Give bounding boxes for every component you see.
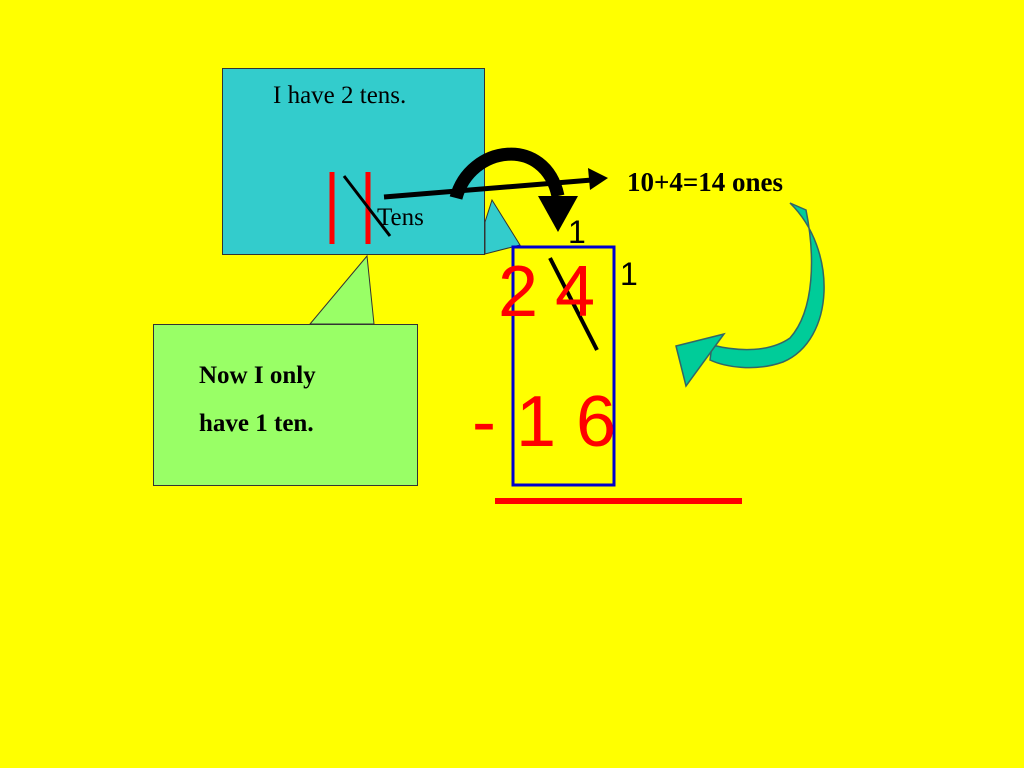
ones-column-box: [511, 245, 616, 487]
curved-arrow-icon: [675, 202, 825, 388]
ones-callout: Now I only have 1 ten.: [153, 324, 418, 486]
ones-callout-line2: have 1 ten.: [199, 410, 314, 437]
arrow-right-icon: [383, 168, 608, 200]
regroup-tens-digit: 1: [568, 214, 586, 250]
top-tens-digit: 2: [498, 252, 539, 332]
regroup-ones-digit: 1: [620, 256, 638, 292]
bottom-number: - 1 6: [472, 382, 617, 462]
top-ones-digit: 4: [555, 252, 596, 332]
ones-callout-line1: Now I only: [199, 362, 316, 389]
tally-label: Tens: [377, 204, 424, 231]
tally-cross-out: [342, 175, 392, 237]
tens-callout-text: I have 2 tens.: [273, 82, 407, 109]
curved-arrow-icon: [449, 147, 578, 232]
tens-callout-tail: [484, 198, 521, 255]
tens-callout: I have 2 tens. Tens: [222, 68, 485, 255]
equation-label: 10+4=14 ones: [627, 167, 784, 197]
ones-cross-out: [548, 257, 599, 351]
